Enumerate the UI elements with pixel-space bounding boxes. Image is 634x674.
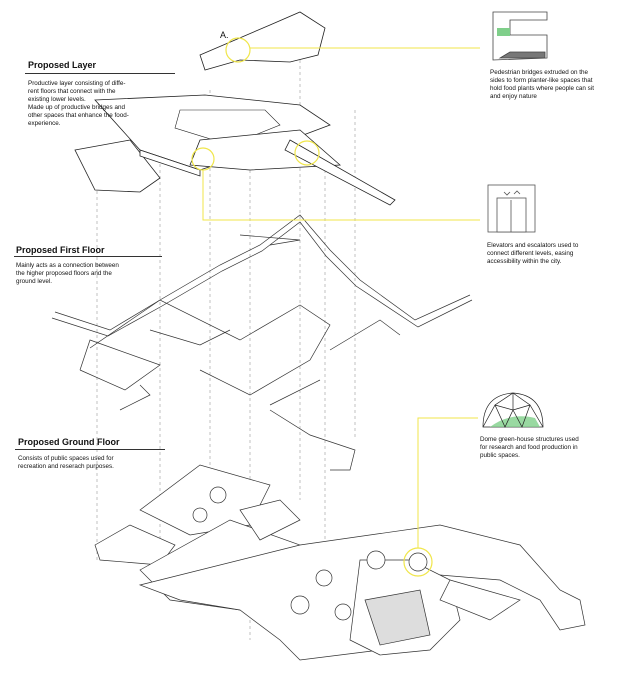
callout-line: Pedestrian bridges extruded on the (490, 69, 589, 76)
elevator-icon (487, 184, 536, 233)
callout-line: hold food plants where people can sit (490, 85, 594, 92)
callout-bridges: Pedestrian bridges extruded on the sides… (490, 69, 594, 101)
detail-marker: A. (220, 30, 229, 40)
body-line: Productive layer consisting of diffe- (28, 80, 126, 87)
callout-line: for research and food production in (480, 444, 578, 451)
body-line: rent floors that connect with the (28, 88, 116, 95)
geodesic-dome-icon (482, 392, 544, 428)
callout-line: sides to form planter-like spaces that (490, 77, 593, 84)
divider (25, 73, 175, 74)
callout-domes: Dome green-house structures used for res… (480, 436, 579, 460)
proposed-first-floor-drawing (51, 214, 473, 471)
callout-line: Elevators and escalators used to (487, 242, 579, 249)
section-title: Proposed First Floor (16, 245, 105, 255)
body-line: experience. (28, 120, 61, 127)
body-line: Consists of public spaces used for (18, 455, 114, 462)
divider (15, 449, 165, 450)
proposed-ground-floor-drawing (94, 464, 586, 661)
callout-line: and enjoy nature (490, 93, 537, 100)
body-line: existing lower levels. (28, 96, 86, 103)
body-line: Mainly acts as a connection between (16, 262, 119, 269)
callout-line: accessibility within the city. (487, 258, 562, 265)
callout-line: Dome green-house structures used (480, 436, 579, 443)
body-line: recreation and reserach purposes. (18, 463, 114, 470)
body-line: other spaces that enhance the food- (28, 112, 129, 119)
domes (192, 486, 428, 621)
section-title: Proposed Ground Floor (18, 437, 120, 447)
section-body: Productive layer consisting of diffe- re… (28, 80, 129, 128)
divider (14, 256, 162, 257)
body-line: ground level. (16, 278, 53, 285)
section-title: Proposed Layer (28, 60, 97, 70)
callout-line: connect different levels, easing (487, 250, 574, 257)
proposed-layer-drawing (74, 11, 396, 206)
callout-elevators: Elevators and escalators used to connect… (487, 242, 578, 266)
section-body: Mainly acts as a connection between the … (16, 262, 119, 286)
section-body: Consists of public spaces used for recre… (18, 455, 114, 471)
body-line: Made up of productive bridges and (28, 104, 125, 111)
callout-leaders (202, 47, 480, 548)
callout-line: public spaces. (480, 452, 520, 459)
body-line: the higher proposed floors and the (16, 270, 112, 277)
planter-bridge-icon (492, 11, 548, 61)
